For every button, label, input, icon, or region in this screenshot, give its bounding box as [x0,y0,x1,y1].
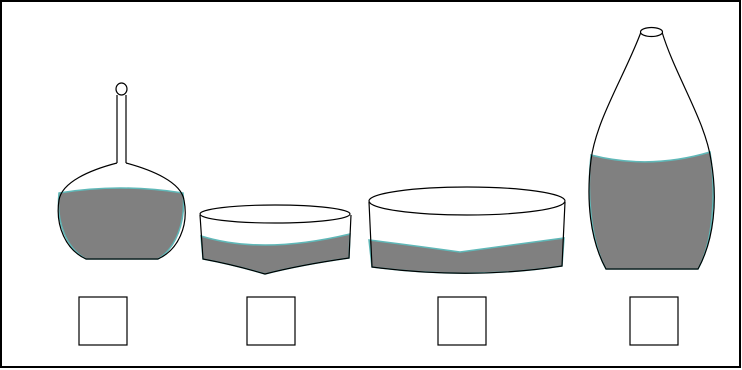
flask-neck [117,95,126,163]
basin-rim [369,187,565,215]
flask-mouth [116,83,127,95]
shallow-dish [200,205,351,274]
answer-box-3[interactable] [438,297,486,345]
dish-rim [200,205,350,223]
dish-liquid [201,234,350,274]
tall-vase [589,28,714,270]
vase-liquid [589,152,713,269]
answer-box-2[interactable] [247,297,295,345]
basin-liquid [369,238,564,273]
wide-basin [369,187,565,273]
answer-box-1[interactable] [79,297,127,345]
round-bottom-flask [58,83,185,259]
answer-box-4[interactable] [630,297,678,345]
flask-liquid [58,188,183,259]
vase-mouth [641,28,663,37]
